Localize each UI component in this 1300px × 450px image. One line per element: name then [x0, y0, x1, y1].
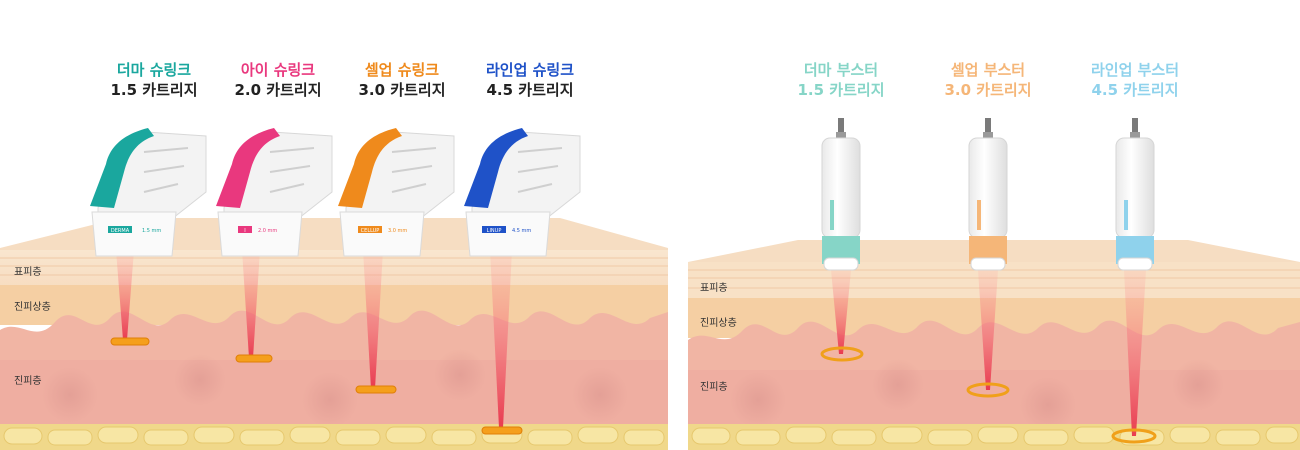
booster-handpiece-linup	[1115, 118, 1155, 271]
product-name: 더마 부스터	[803, 61, 879, 79]
product-name: 더마 슈링크	[116, 61, 192, 79]
product-spec: 4.5 카트리지	[1091, 81, 1179, 99]
layer-label-upper-dermis: 진피상층	[14, 302, 51, 313]
layer-label-epidermis: 표피층	[700, 283, 728, 294]
svg-text:DERMA: DERMA	[111, 228, 130, 234]
beam-derma-booster	[831, 270, 851, 354]
shrink-cartridge-panel: DERMA 1.5 mm I 2.0 mm CELLUP 3.0 mm	[0, 60, 668, 450]
svg-text:4.5 mm: 4.5 mm	[512, 228, 531, 234]
beam-linup-booster	[1124, 270, 1146, 436]
cartridge-derma: DERMA 1.5 mm	[90, 128, 207, 257]
booster-handpiece-derma	[821, 118, 861, 271]
product-title-cellup: 셀업 슈링크 3.0 카트리지	[342, 60, 462, 100]
product-spec: 4.5 카트리지	[486, 81, 574, 99]
layer-label-epidermis: 표피층	[14, 267, 42, 278]
beam-cellup-booster	[978, 270, 998, 390]
product-title-derma: 더마 슈링크 1.5 카트리지	[94, 60, 214, 100]
focal-ring-derma-booster	[820, 346, 864, 362]
skin-cross-section-left: DERMA 1.5 mm I 2.0 mm CELLUP 3.0 mm	[0, 128, 668, 450]
svg-text:3.0 mm: 3.0 mm	[388, 228, 407, 234]
product-spec: 3.0 카트리지	[944, 81, 1032, 99]
beam-eye	[242, 250, 260, 358]
beam-derma	[116, 250, 134, 340]
cartridge-linup: LINUP 4.5 mm	[464, 128, 581, 257]
focal-point-eye	[235, 354, 273, 363]
beam-linup	[490, 250, 512, 428]
product-name: 아이 슈링크	[240, 61, 316, 79]
skin-cross-section-right	[688, 118, 1300, 450]
product-spec: 1.5 카트리지	[797, 81, 885, 99]
svg-text:I: I	[244, 228, 245, 234]
svg-text:1.5 mm: 1.5 mm	[142, 228, 161, 234]
svg-text:CELLUP: CELLUP	[361, 228, 380, 234]
layer-label-upper-dermis: 진피상층	[700, 318, 737, 329]
cartridge-cellup: CELLUP 3.0 mm	[338, 128, 455, 257]
focal-ring-linup-booster	[1111, 428, 1157, 444]
cartridge-eye: I 2.0 mm	[216, 128, 333, 257]
product-name: 셀업 슈링크	[364, 61, 440, 79]
beam-cellup	[363, 250, 383, 389]
layer-label-dermis: 진피층	[14, 376, 42, 387]
product-spec: 1.5 카트리지	[110, 81, 198, 99]
svg-text:LINUP: LINUP	[487, 228, 502, 234]
product-spec: 3.0 카트리지	[358, 81, 446, 99]
focal-point-derma	[110, 337, 150, 346]
focal-ring-cellup-booster	[966, 382, 1010, 398]
svg-text:2.0 mm: 2.0 mm	[258, 228, 277, 234]
focal-point-linup	[481, 426, 523, 435]
product-spec: 2.0 카트리지	[234, 81, 322, 99]
product-name: 라인업 슈링크	[485, 61, 575, 79]
product-name: 라인업 부스터	[1090, 61, 1180, 79]
product-name: 셀업 부스터	[950, 61, 1026, 79]
product-title-cellup-booster: 셀업 부스터 3.0 카트리지	[928, 60, 1048, 100]
product-title-linup-booster: 라인업 부스터 4.5 카트리지	[1075, 60, 1195, 100]
product-title-linup: 라인업 슈링크 4.5 카트리지	[470, 60, 590, 100]
booster-cartridge-panel: 더마 부스터 1.5 카트리지 셀업 부스터 3.0 카트리지 라인업 부스터 …	[688, 0, 1300, 450]
focal-point-cellup	[355, 385, 397, 394]
product-title-derma-booster: 더마 부스터 1.5 카트리지	[781, 60, 901, 100]
product-title-eye: 아이 슈링크 2.0 카트리지	[218, 60, 338, 100]
layer-label-dermis: 진피층	[700, 382, 728, 393]
booster-handpiece-cellup	[968, 118, 1008, 271]
